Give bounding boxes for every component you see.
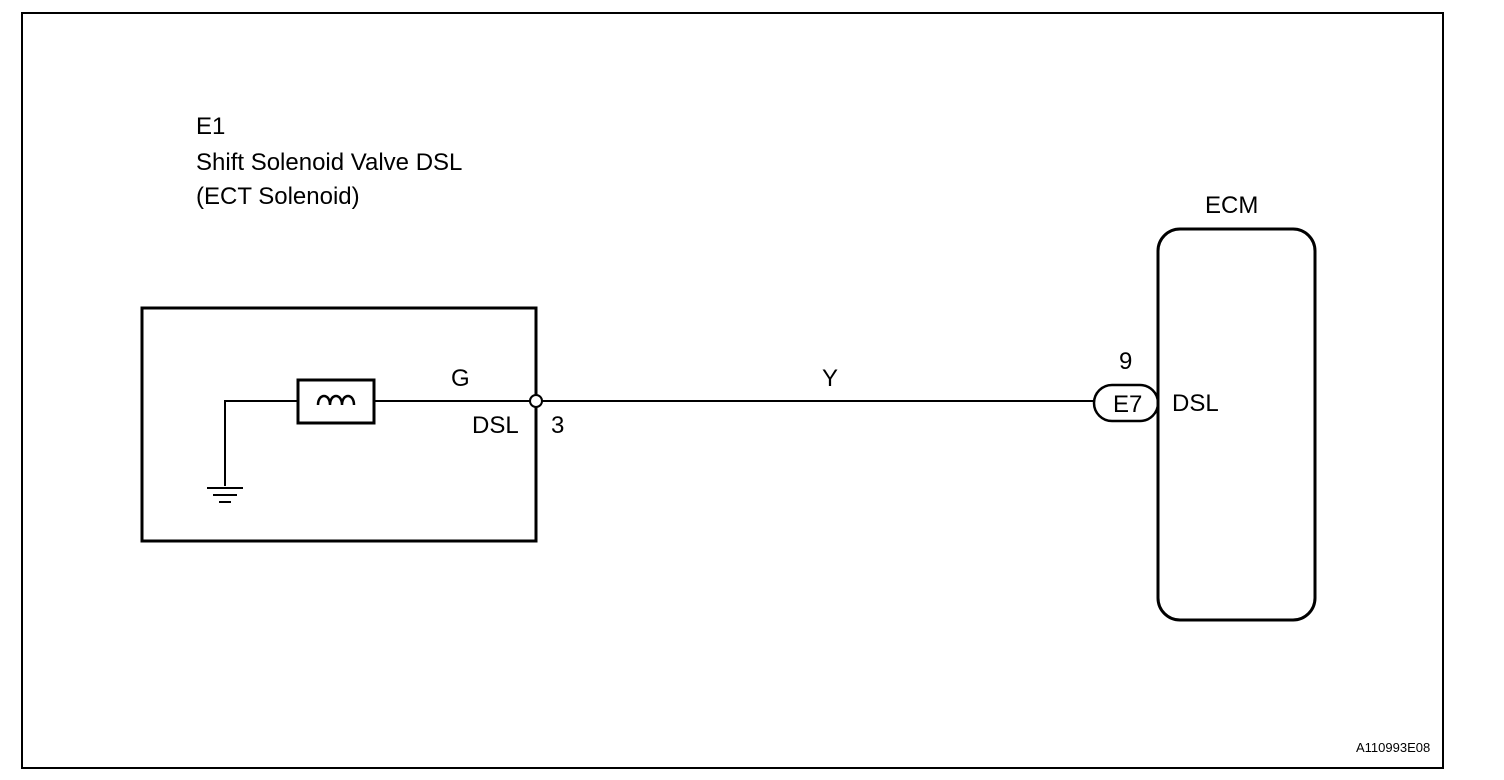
diagram-frame: [21, 12, 1444, 769]
ground-icon: [207, 487, 243, 503]
component-subname: (ECT Solenoid): [196, 183, 360, 210]
component-code: E1: [196, 113, 225, 140]
internal-wire-color-label: G: [451, 365, 470, 392]
component-name: Shift Solenoid Valve DSL: [196, 149, 462, 176]
ecm-pin-name-label: DSL: [1172, 390, 1219, 417]
solenoid-coil-icon: [316, 394, 356, 406]
solenoid-coil-box: [296, 378, 376, 425]
ecm-label: ECM: [1205, 192, 1258, 219]
terminal-number-label: 3: [551, 412, 564, 439]
ecm-box: [1156, 227, 1317, 622]
ecm-connector-label: E7: [1113, 391, 1142, 418]
ground-wire: [224, 400, 298, 486]
terminal-connection-icon: [529, 394, 543, 408]
figure-id: A110993E08: [1356, 740, 1430, 755]
terminal-name-label: DSL: [472, 412, 519, 439]
solenoid-valve-box: [140, 306, 538, 543]
ecm-pin-number-label: 9: [1119, 348, 1132, 375]
harness-wire-color-label: Y: [822, 365, 838, 392]
